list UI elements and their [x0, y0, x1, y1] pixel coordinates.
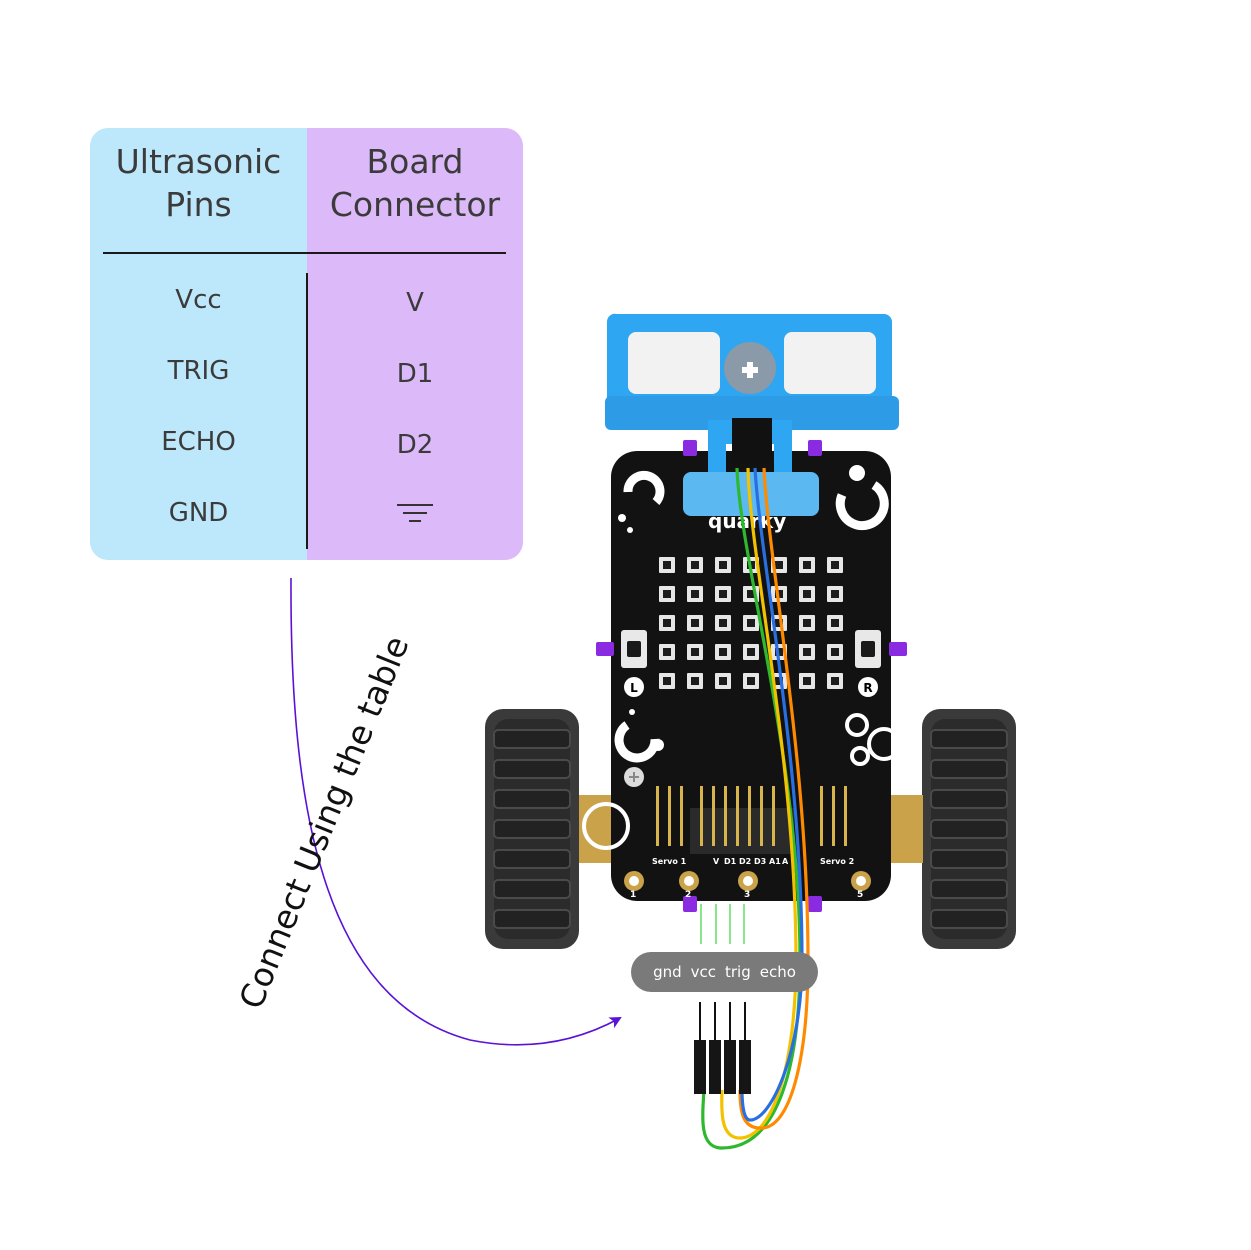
svg-text:L: L [630, 681, 638, 695]
led-cell-core [663, 677, 671, 685]
led-cell-core [803, 619, 811, 627]
led-cell-core [803, 648, 811, 656]
header-pin [724, 786, 727, 846]
wire-label-echo: echo [759, 963, 796, 981]
header-pin [772, 786, 775, 846]
connector-d2-label: D2 [396, 430, 434, 460]
led-cell-core [691, 590, 699, 598]
led-cell-core [747, 619, 755, 627]
pin-trig-label: TRIG [167, 356, 230, 386]
led-cell-core [747, 677, 755, 685]
led-cell-core [691, 648, 699, 656]
led-cell-core [775, 677, 783, 685]
led-cell-core [663, 619, 671, 627]
ground-symbol-icon [397, 504, 433, 522]
led-cell-core [663, 648, 671, 656]
pin-gnd-label: GND [168, 498, 229, 528]
right-wheel [922, 709, 1016, 949]
led-cell-core [663, 561, 671, 569]
led-cell-core [775, 619, 783, 627]
ultrasonic-pins-column: Ultrasonic Pins [90, 128, 307, 560]
servo-1-label: Servo 1 [652, 857, 687, 866]
led-cell-core [691, 619, 699, 627]
header-pin [820, 786, 823, 846]
wire-label-vcc: vcc [690, 963, 716, 981]
column-divider [306, 273, 308, 549]
header-pins [656, 786, 847, 846]
led-cell-core [831, 561, 839, 569]
pin-vcc-label: Vcc [175, 285, 222, 315]
led-cell-core [747, 648, 755, 656]
board-decor [582, 470, 901, 850]
led-cell-core [803, 590, 811, 598]
pin-label-a1: A1 [769, 857, 781, 866]
led-cell-core [803, 561, 811, 569]
pad-3-label: 3 [744, 890, 750, 900]
header-pin [844, 786, 847, 846]
board-connector-header: Board Connector [329, 142, 501, 224]
header-pin [748, 786, 751, 846]
pin-label-v: V [713, 857, 720, 866]
header-pin [760, 786, 763, 846]
wire-label-gnd: gnd [653, 963, 682, 981]
pin-label-d1: D1 [724, 857, 737, 866]
led-cell-core [691, 561, 699, 569]
pad-2-label: 2 [685, 890, 691, 900]
pin-label-d3: D3 [754, 857, 766, 866]
led-cell-core [775, 561, 783, 569]
connector-d1-label: D1 [396, 359, 434, 389]
mounting-clips [596, 440, 907, 912]
led-cell-core [831, 619, 839, 627]
led-cell-core [719, 590, 727, 598]
driver-chip [690, 808, 794, 854]
ultrasonic-pins-header: Ultrasonic Pins [115, 142, 282, 224]
connect-arrow [290, 577, 622, 1046]
servo-2-label: Servo 2 [820, 857, 854, 866]
pad-1-label: 1 [630, 890, 636, 900]
header-pin [656, 786, 659, 846]
svg-text:R: R [863, 681, 872, 695]
led-cell-core [691, 677, 699, 685]
led-cell-core [719, 648, 727, 656]
pin-label-d2: D2 [739, 857, 751, 866]
header-pin [700, 786, 703, 846]
pin-mapping-table: Ultrasonic Pins Board Connector [90, 128, 523, 560]
connector-v-label: V [406, 288, 424, 318]
led-cell-core [719, 619, 727, 627]
header-pin [680, 786, 683, 846]
led-cell-core [663, 590, 671, 598]
button-r: R [855, 630, 881, 697]
pad-5-label: 5 [857, 890, 863, 900]
led-cell-core [831, 677, 839, 685]
led-cell-core [831, 590, 839, 598]
jumper-connectors [694, 1002, 751, 1094]
header-pin [736, 786, 739, 846]
led-matrix [659, 557, 843, 689]
led-cell-core [831, 648, 839, 656]
board-connector-column: Board Connector [307, 128, 523, 560]
wire-label-pill: gnd vcc trig echo [631, 952, 818, 992]
header-pin [668, 786, 671, 846]
led-cell-core [719, 677, 727, 685]
header-pin [712, 786, 715, 846]
pin-label-a: A [782, 857, 789, 866]
pin-echo-label: ECHO [161, 427, 236, 457]
led-cell-core [803, 677, 811, 685]
wire-label-trig: trig [725, 963, 751, 981]
led-cell-core [719, 561, 727, 569]
left-wheel [485, 709, 579, 949]
led-cell-core [747, 590, 755, 598]
header-divider [103, 252, 506, 254]
button-l: L [621, 630, 647, 697]
signal-lines [700, 904, 745, 944]
right-motor-bracket [889, 795, 923, 863]
header-pin [832, 786, 835, 846]
ultrasonic-sensor-mount [605, 313, 899, 516]
bottom-pads: 1 2 3 5 [624, 871, 871, 900]
